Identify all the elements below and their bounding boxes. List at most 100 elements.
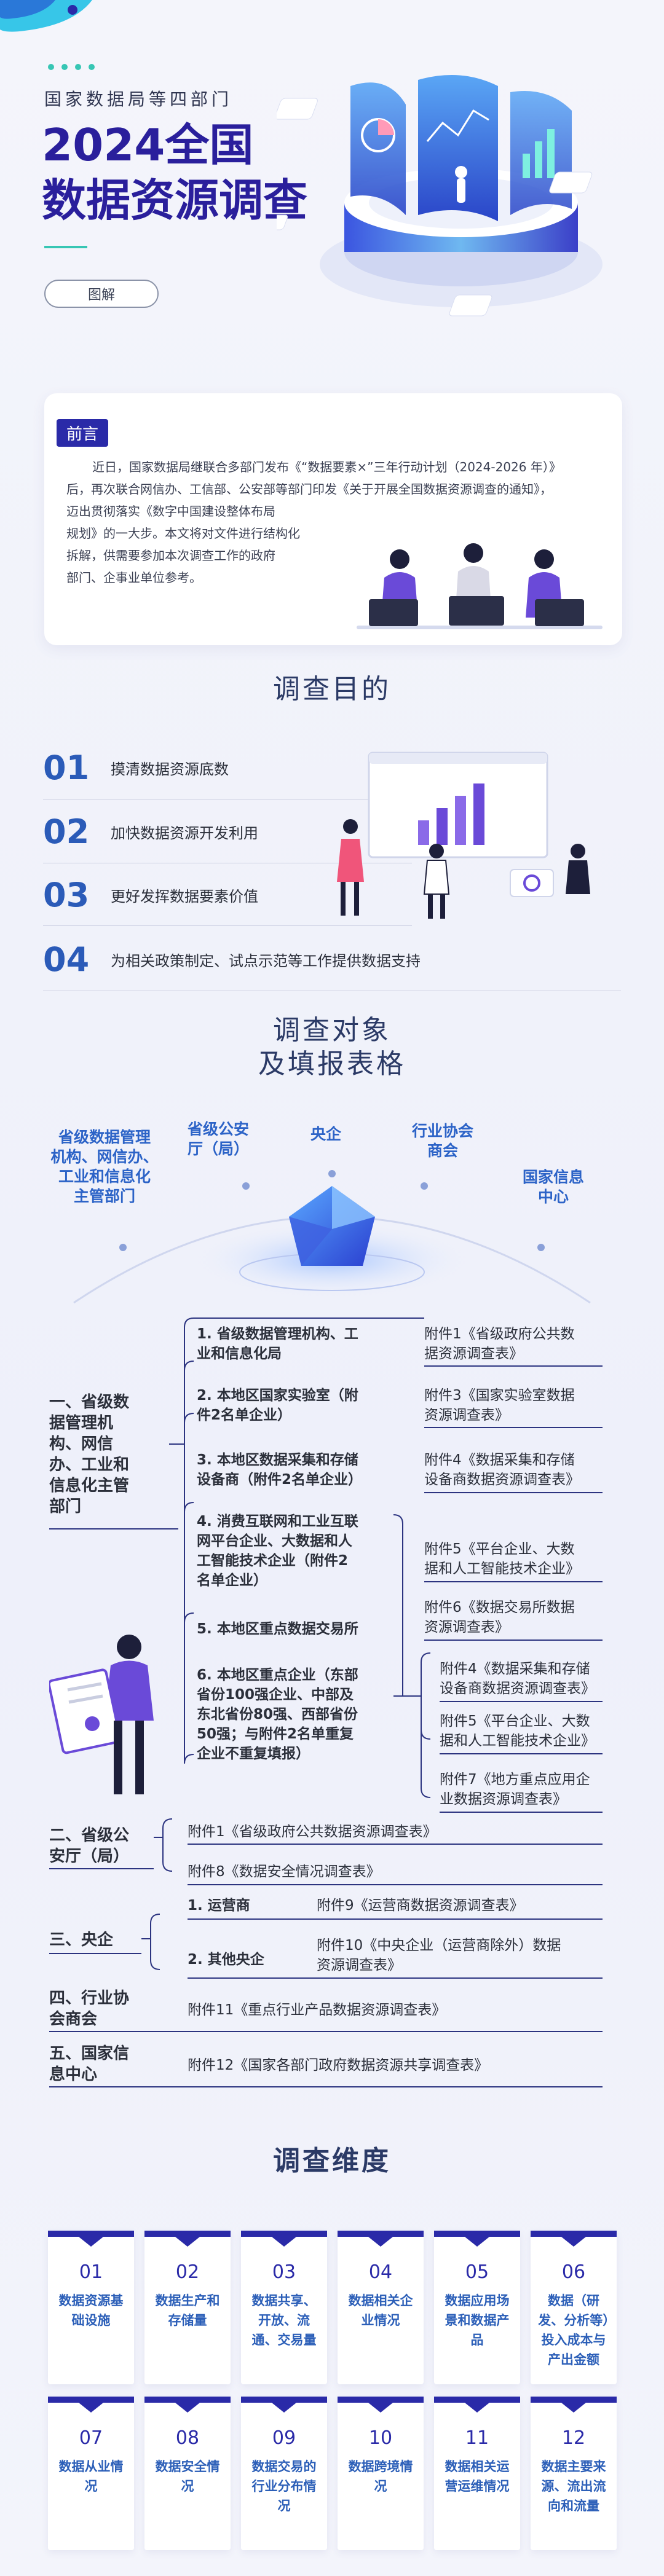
dimension-label: 数据相关运营运维情况 [445,2459,510,2494]
attachment-underline [424,1492,603,1493]
attachment-10: 附件10《中央企业（运营商除外）数据 资源调查表》 [317,1938,561,1973]
dimension-label: 数据安全情况 [155,2459,220,2494]
attachment-underline [424,1639,603,1641]
card-top-bar [241,2231,327,2237]
card-top-bar [434,2231,520,2237]
card-pointer [561,2237,586,2247]
target-soe-2: 2. 其他央企 [188,1952,264,1968]
dimension-number: 02 [175,2261,200,2283]
attachment-underline [188,1977,603,1979]
dimension-label: 数据应用场景和数据产品 [445,2293,510,2347]
target-4: 4. 消费互联网和工业互联 网平台企业、大数据和人 工智能技术企业（附件2 名单… [197,1514,358,1588]
preface-line-5: 拆解，供需要参加本次调查工作的政府 [66,548,275,563]
target-1: 1. 省级数据管理机构、工 业和信息化局 [197,1326,358,1362]
dimension-number: 10 [368,2427,393,2449]
attachment-11: 附件11《重点行业产品数据资源调查表》 [188,2002,446,2018]
dimension-number: 01 [79,2261,103,2283]
card-top-bar [434,2397,520,2403]
attachment-underline [188,1918,603,1920]
hero-corner-swoosh [0,0,92,32]
group-5-underline [49,2086,603,2087]
attachment-1-b: 附件1《省级政府公共数据资源调查表》 [188,1824,437,1840]
card-pointer [561,2403,586,2413]
card-top-bar [338,2397,424,2403]
target-3: 3. 本地区数据采集和存储 设备商（附件2名单企业） [197,1452,363,1488]
arc-label-provincial-data: 省级数据管理 机构、网信办、 工业和信息化 主管部门 [50,1128,159,1205]
attachment-underline [424,1581,603,1582]
hero-subtitle: 国家数据局等四部门 [44,89,233,109]
preface-tag: 前言 [57,419,109,447]
card-pointer [465,2237,489,2247]
card-pointer [368,2237,393,2247]
dimension-label: 数据交易的行业分布情况 [251,2459,317,2513]
objects-title-line2: 及填报表格 [258,1048,406,1080]
dimension-label: 数据共享、开放、流通、交易量 [251,2293,317,2347]
dimension-number: 04 [368,2261,393,2283]
purpose-divider [43,925,412,926]
card-top-bar [241,2397,327,2403]
preface-card [44,393,622,645]
card-pointer [175,2403,200,2413]
target-soe-1: 1. 运营商 [188,1898,250,1914]
dimension-number: 03 [272,2261,296,2283]
attachment-8: 附件8《数据安全情况调查表》 [188,1864,381,1880]
preface-line-3: 迈出贯彻落实《数字中国建设整体布局 [66,504,275,519]
girl-with-document-illustration [47,1622,184,1807]
group-1-label: 一、省级数 据管理机 构、网信 办、工业和 信息化主管 部门 [49,1393,130,1516]
card-pointer [272,2403,296,2413]
attachment-underline [424,1427,603,1428]
objects-arc-illustration [73,1170,591,1304]
dimension-card: 09 数据交易的行业分布情况 [241,2397,327,2550]
dimension-label: 数据（研发、分析等）投入成本与产出金额 [538,2293,609,2367]
card-top-bar [531,2397,617,2403]
illustration-button[interactable]: 图解 [44,280,159,308]
hero-data-platform-illustration [277,75,603,316]
attachment-4: 附件4《数据采集和存储 设备商数据资源调查表》 [424,1452,580,1488]
attachment-1: 附件1《省级政府公共数 据资源调查表》 [424,1326,575,1362]
card-pointer [79,2237,103,2247]
arc-label-info-center: 国家信息 中心 [522,1168,584,1206]
dimension-card: 05 数据应用场景和数据产品 [434,2231,520,2384]
card-pointer [465,2403,489,2413]
purpose-text-4: 为相关政策制定、试点示范等工作提供数据支持 [111,952,421,970]
preface-line-2: 后，再次联合网信办、工信部、公安部等部门印发《关于开展全国数据资源调查的通知》， [66,482,552,497]
dimension-number: 09 [272,2427,296,2449]
attachment-6: 附件6《数据交易所数据 资源调查表》 [424,1600,575,1635]
purpose-title: 调查目的 [273,673,391,705]
attachment-5-b: 附件5《平台企业、大数 据和人工智能技术企业》 [440,1713,595,1749]
dimension-number: 07 [79,2427,103,2449]
attachment-underline [188,1884,603,1885]
group-3-label: 三、央企 [49,1931,114,1949]
purpose-num-1: 01 [43,748,90,787]
attachment-underline [424,1365,603,1367]
attachment-9: 附件9《运营商数据资源调查表》 [317,1898,524,1914]
hero-dots [48,64,95,70]
attachment-4-b: 附件4《数据采集和存储 设备商数据资源调查表》 [440,1661,595,1697]
dimension-label: 数据生产和存储量 [155,2293,220,2328]
presentation-board-illustration [337,752,590,919]
card-pointer [272,2237,296,2247]
dimension-number: 06 [561,2261,586,2283]
hero-title-line1: 2024全国 [42,119,254,171]
purpose-text-3: 更好发挥数据要素价值 [111,888,258,905]
card-pointer [175,2237,200,2247]
dimensions-title: 调查维度 [273,2145,391,2177]
hero-accent-line [44,246,87,248]
dimension-number: 05 [465,2261,489,2283]
group-2-label: 二、省级公 安厅（局） [49,1826,130,1866]
group-2-underline [49,1868,154,1869]
target-6: 6. 本地区重点企业（东部 省份100强企业、中部及 东北省份80强、西部省份 … [197,1667,358,1762]
attachment-underline [440,1753,603,1754]
dimension-card: 02 数据生产和存储量 [144,2231,231,2384]
group-3-underline [49,1953,141,1954]
objects-title-line1: 调查对象 [273,1015,391,1046]
target-2: 2. 本地区国家实验室（附 件2名单企业） [197,1388,358,1423]
arc-label-public-security: 省级公安 厅（局） [187,1120,249,1158]
purpose-num-3: 03 [43,876,90,914]
